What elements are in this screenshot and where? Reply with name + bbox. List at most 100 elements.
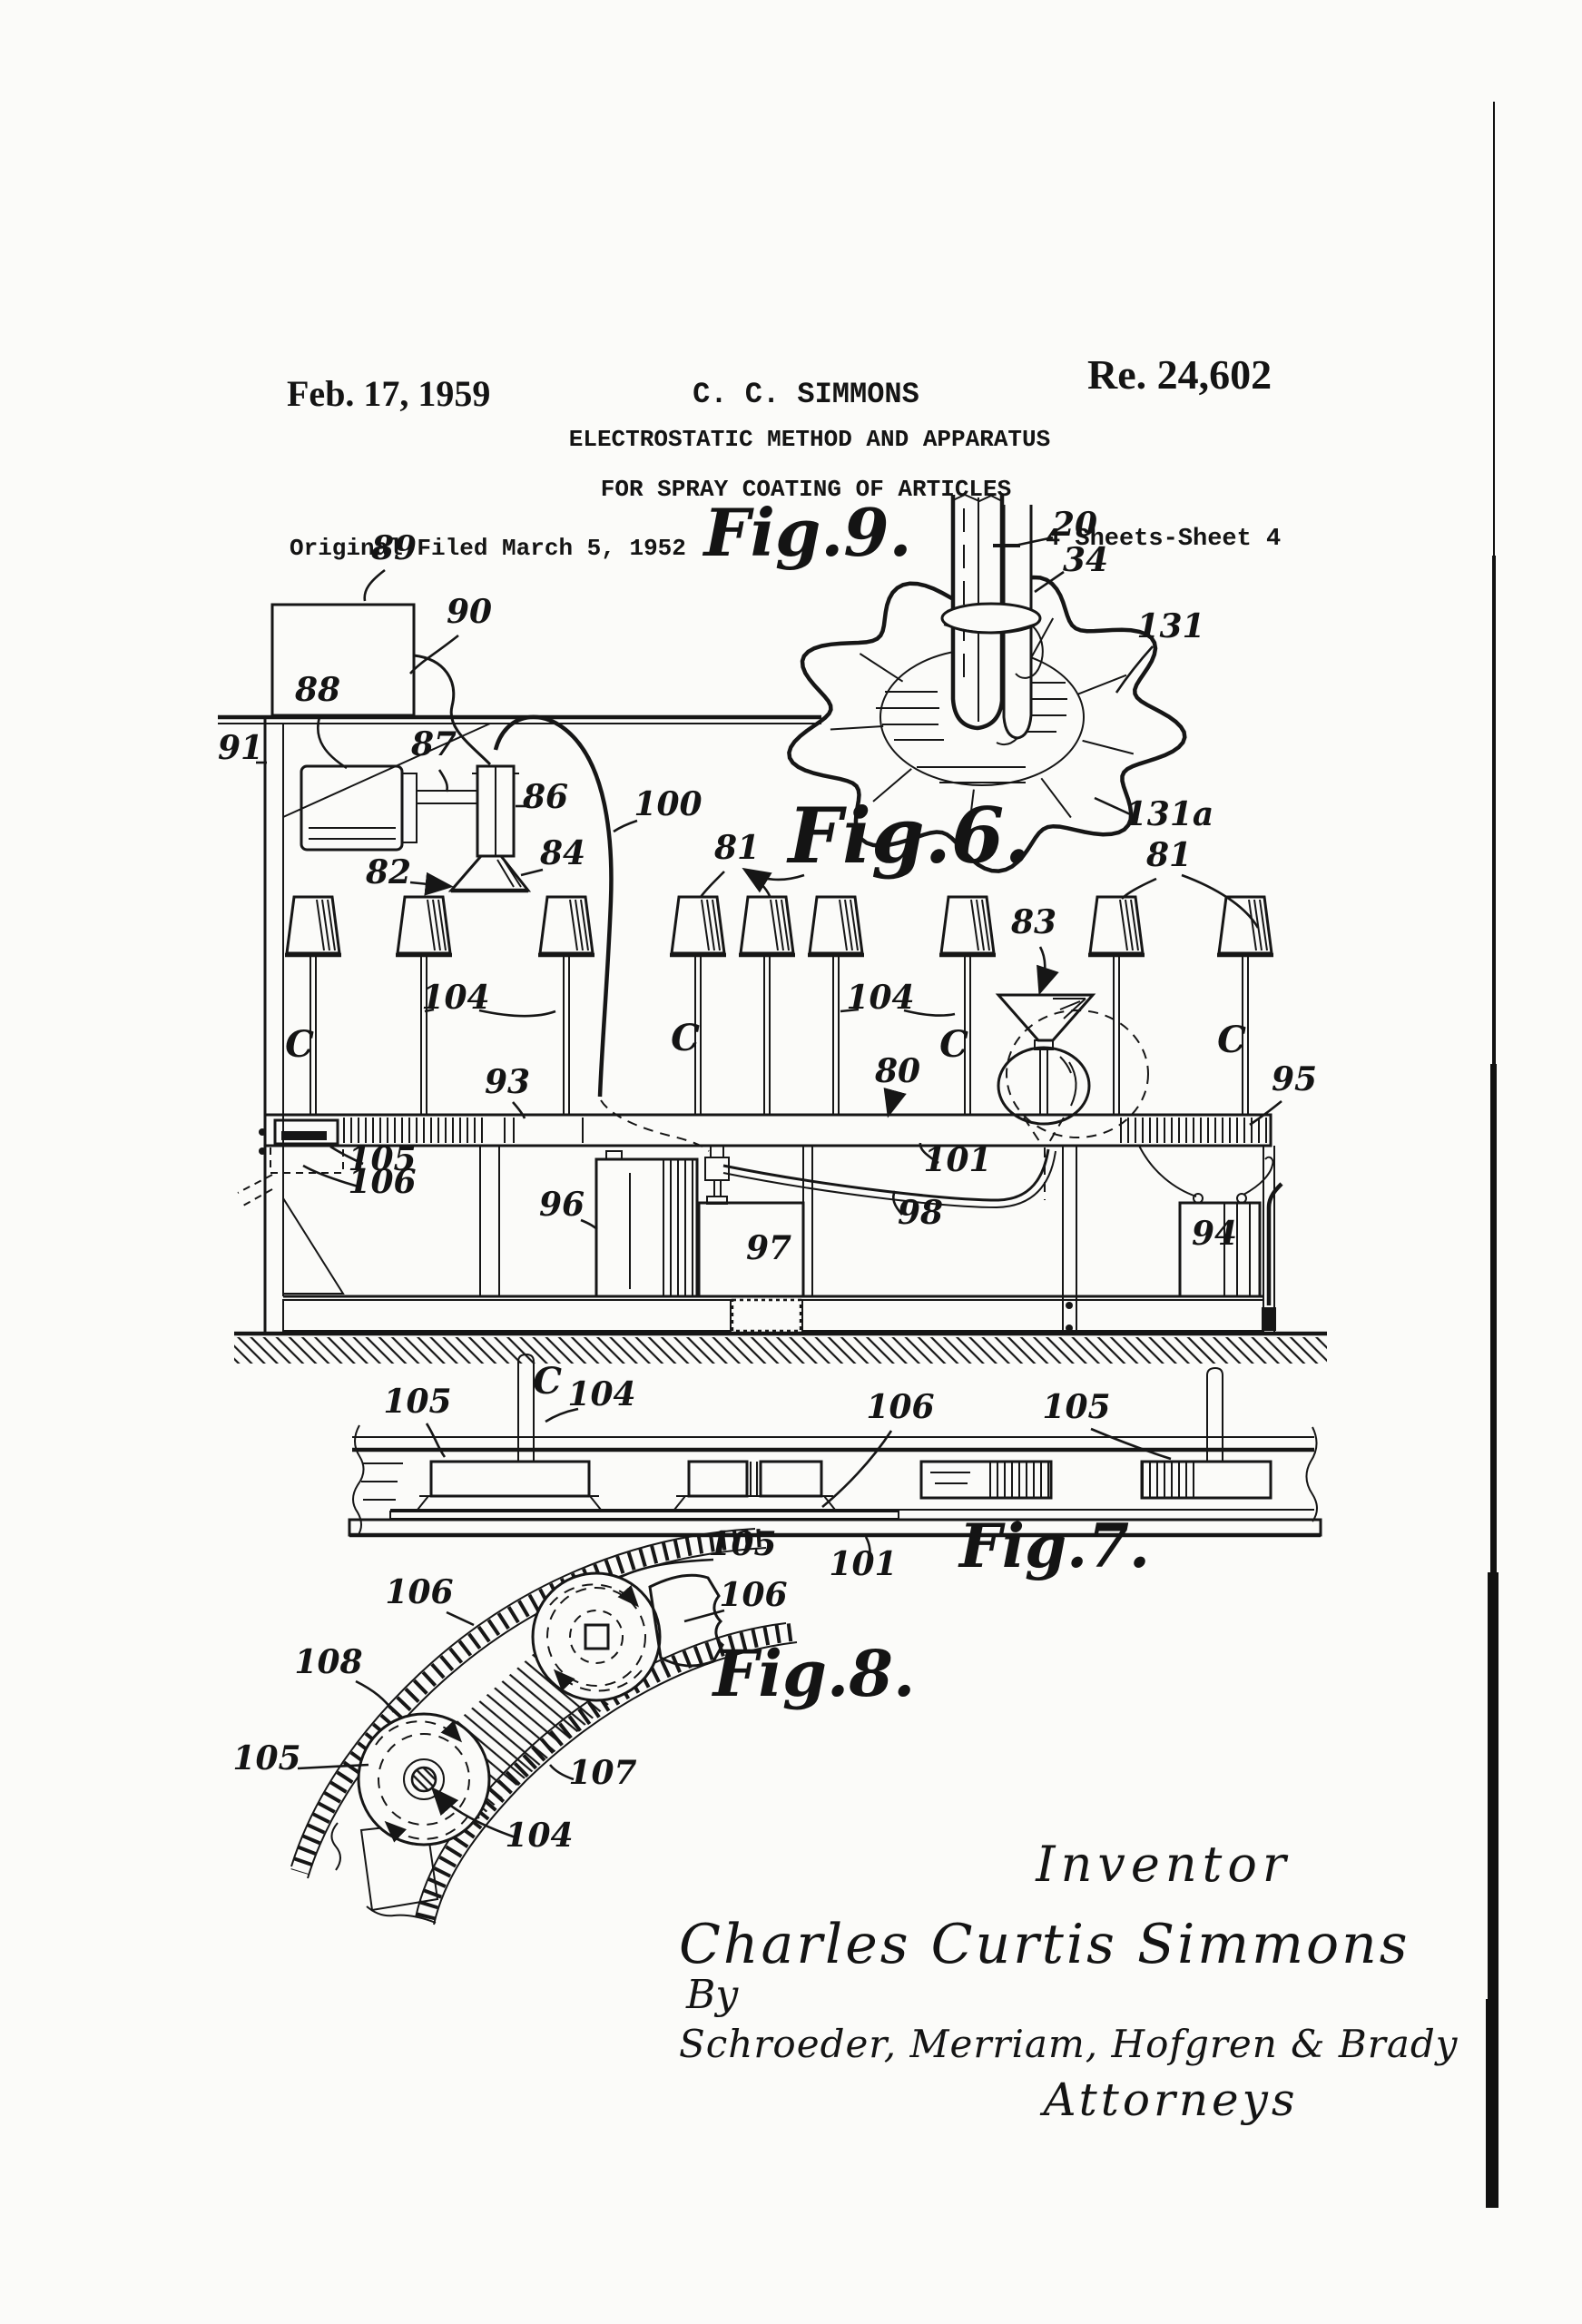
attorneys-signature: Schroeder, Merriam, Hofgren & Brady	[679, 2022, 1459, 2066]
ref-label-106: 106	[866, 1388, 934, 1426]
fig6-leaders	[256, 568, 1282, 1231]
feed-pipe-98	[722, 1148, 1050, 1202]
figure-title-fig8: Fig.8.	[712, 1636, 916, 1711]
ref-label-98: 98	[898, 1194, 943, 1232]
rotation-mark: C	[939, 1023, 968, 1066]
ref-label-81: 81	[713, 829, 760, 867]
patent-number: Re. 24,602	[1087, 351, 1272, 398]
conveyor-section	[348, 1353, 1322, 1538]
patent-title-line2: FOR SPRAY COATING OF ARTICLES	[601, 476, 1011, 503]
ref-label-80: 80	[874, 1052, 920, 1090]
ref-label-101: 101	[923, 1141, 991, 1179]
ref-label-100: 100	[634, 785, 702, 823]
cone-article	[670, 895, 726, 1115]
ref-label-104: 104	[846, 979, 914, 1017]
pipe-fitting	[704, 1145, 730, 1205]
ref-label-88: 88	[294, 671, 340, 709]
inventor-signature: Charles Curtis Simmons	[679, 1913, 1410, 1976]
figure-6	[218, 568, 1327, 1364]
ref-label-96: 96	[539, 1186, 585, 1224]
signature-block: Inventor Charles Curtis Simmons By Schro…	[679, 1836, 1459, 2126]
cone-article	[739, 895, 795, 1115]
ref-label-106: 106	[719, 1576, 787, 1614]
machine-base-cabinet	[282, 1145, 1283, 1335]
cone-article	[396, 895, 452, 1115]
ref-label-82: 82	[365, 853, 411, 891]
ref-label-81: 81	[1145, 836, 1192, 874]
inventor-short: C. C. SIMMONS	[693, 378, 919, 411]
ref-label-104: 104	[421, 979, 489, 1017]
wire-90	[413, 654, 492, 766]
ref-label-97: 97	[746, 1229, 791, 1267]
rotation-mark: C	[533, 1360, 562, 1403]
ref-label-91: 91	[218, 729, 263, 767]
cable-100	[493, 714, 614, 1098]
base-skirt-left	[282, 1299, 732, 1332]
spray-motor-88	[300, 764, 418, 852]
attorneys-label: Attorneys	[1039, 2073, 1298, 2126]
ref-label-94: 94	[1192, 1215, 1237, 1253]
belt-notch-piece-106	[648, 1573, 724, 1668]
base-skirt-right	[801, 1299, 1264, 1332]
spray-bell-84	[447, 854, 532, 893]
spindle-pin-2	[1206, 1366, 1223, 1462]
ref-label-95: 95	[1272, 1060, 1317, 1098]
fig7-leaders	[425, 1407, 1172, 1564]
ref-label-106: 106	[385, 1573, 453, 1611]
ref-label-93: 93	[485, 1063, 530, 1101]
figure-title-fig9: Fig.9.	[702, 494, 911, 571]
access-door	[731, 1298, 802, 1333]
figure-9	[787, 493, 1187, 873]
ref-label-34: 34	[1063, 541, 1108, 579]
ref-label-87: 87	[410, 725, 457, 763]
patent-title-line1: ELECTROSTATIC METHOD AND APPARATUS	[569, 426, 1051, 453]
ref-label-104: 104	[505, 1817, 573, 1855]
ref-label-108: 108	[294, 1643, 362, 1681]
ref-label-83: 83	[1010, 903, 1056, 941]
cone-article	[285, 895, 341, 1115]
ref-label-101: 101	[829, 1545, 897, 1583]
filed-date: Original Filed March 5, 1952	[290, 535, 686, 562]
ref-label-89: 89	[370, 529, 417, 567]
scan-edge-artifact	[1486, 102, 1498, 2208]
ref-label-131: 131	[1136, 607, 1204, 645]
cone-article	[808, 895, 864, 1115]
ref-label-90: 90	[447, 593, 492, 631]
ref-label-105: 105	[708, 1525, 776, 1563]
fig6-title-arrow	[742, 867, 805, 893]
spindle-pin-1	[517, 1353, 535, 1462]
ground-hatch	[234, 1337, 1327, 1364]
by-label: By	[685, 1972, 739, 2018]
cone-article	[538, 895, 594, 1115]
figure-title-fig7: Fig.7.	[958, 1511, 1150, 1581]
torn-edge-right	[1305, 1426, 1318, 1522]
funnel-article-83	[995, 993, 1149, 1200]
rotation-mark: C	[285, 1023, 314, 1066]
figure-8	[290, 1528, 798, 1925]
sheet-info: 4 Sheets-Sheet 4	[1046, 526, 1281, 553]
ref-label-107: 107	[568, 1754, 636, 1792]
ref-label-20: 20	[1051, 506, 1097, 544]
ref-label-105: 105	[383, 1383, 451, 1421]
rotation-envelope	[1006, 1009, 1149, 1138]
ref-label-105: 105	[1042, 1388, 1110, 1426]
rotation-mark: C	[1217, 1019, 1246, 1061]
ref-label-84: 84	[539, 834, 585, 872]
ref-label-105: 105	[232, 1739, 300, 1777]
fig8-leaders	[297, 1558, 725, 1839]
ref-label-104: 104	[567, 1375, 635, 1413]
figure-title-fig6: Fig.6.	[786, 791, 1030, 881]
fig9-leaders	[993, 536, 1154, 820]
cone-article	[939, 895, 996, 1115]
ref-label-105: 105	[348, 1140, 416, 1178]
conveyor-beam-93	[237, 1113, 1272, 1206]
torn-edges	[330, 1822, 437, 1924]
inventor-label: Inventor	[1035, 1836, 1291, 1893]
article-cones-81	[285, 895, 1273, 1115]
cone-article	[1217, 895, 1273, 1115]
rotation-mark: C	[671, 1017, 700, 1059]
diagonal-brace	[282, 723, 491, 818]
patent-date: Feb. 17, 1959	[287, 373, 490, 414]
